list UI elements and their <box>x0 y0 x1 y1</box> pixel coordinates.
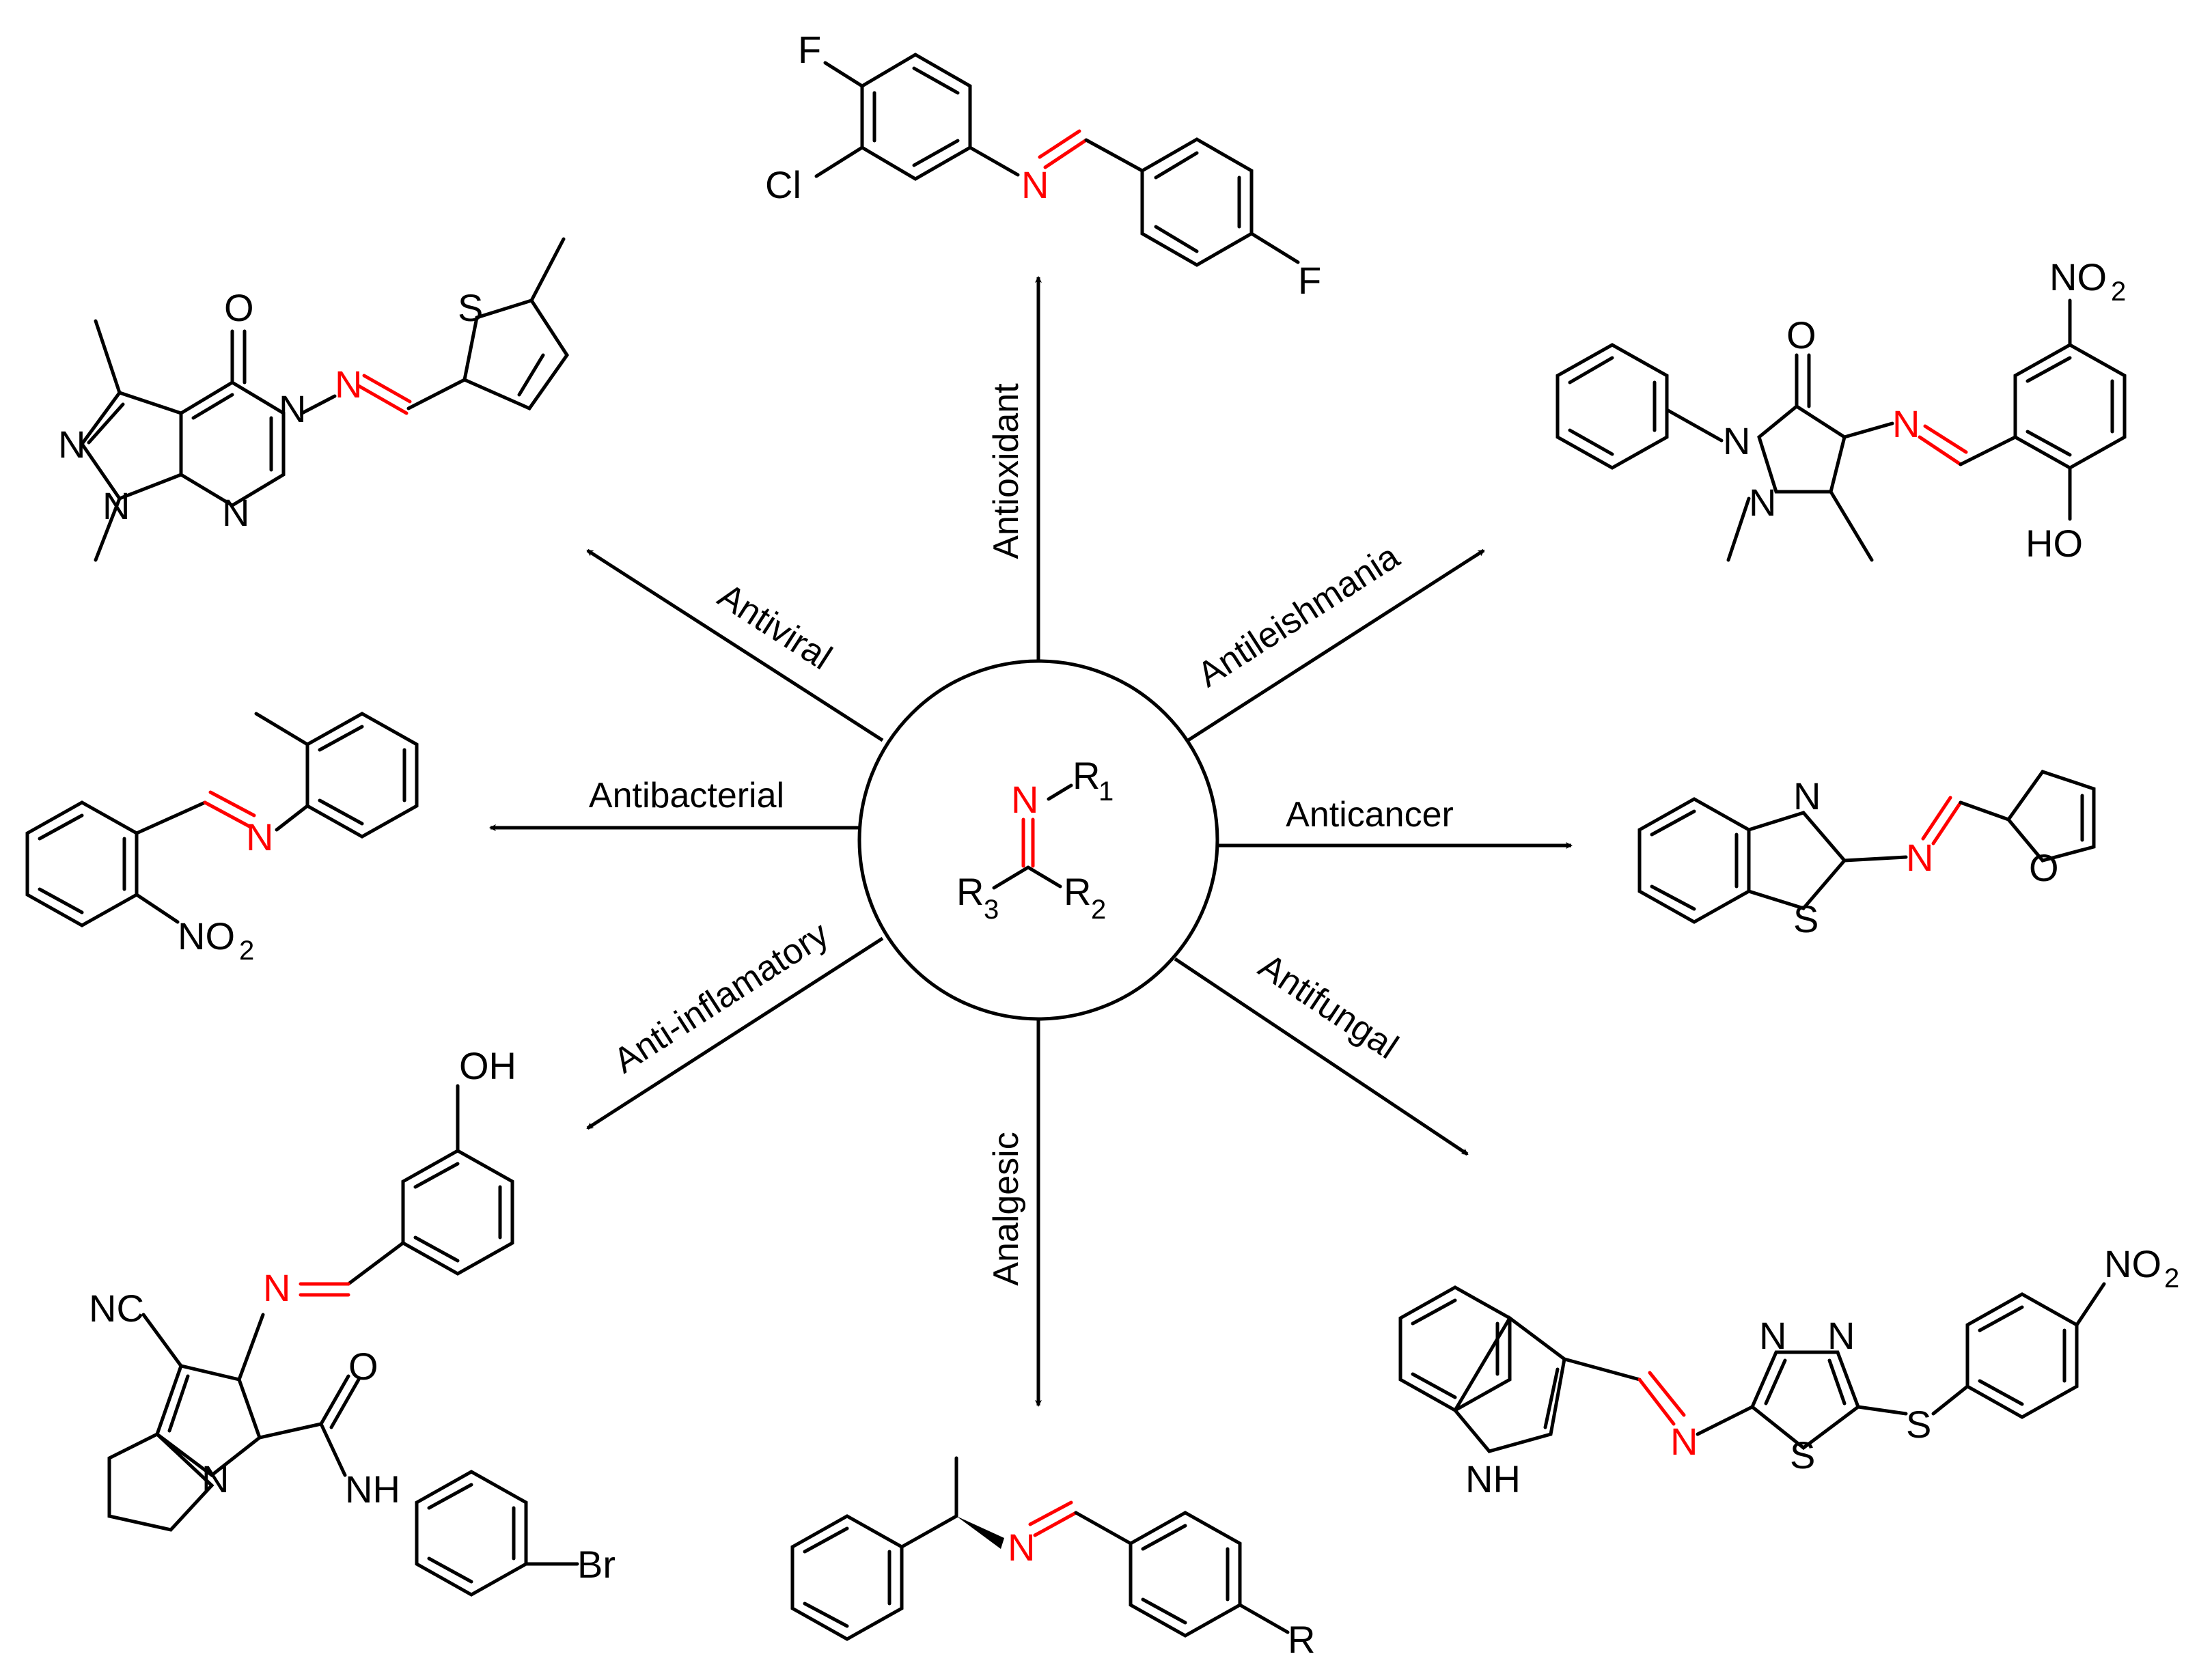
antiinflammatory-imine-n: N <box>263 1266 290 1309</box>
anticancer-s: S <box>1793 897 1819 940</box>
anticancer-o: O <box>2029 846 2059 889</box>
antileishmania-n2: N <box>1749 481 1776 524</box>
antiviral-imine-n: N <box>335 363 362 406</box>
antiinflammatory-amide-o: O <box>348 1345 378 1388</box>
top-imine-n: N <box>1021 163 1049 206</box>
anticancer-n: N <box>1793 774 1821 817</box>
antileishmania-imine-n: N <box>1892 402 1920 445</box>
antibacterial-structure: N NO 2 <box>25 712 419 966</box>
center-circle <box>857 659 1219 1021</box>
label-antioxidant: Antioxidant <box>986 383 1026 559</box>
top-cl-atom: Cl <box>765 163 801 206</box>
antiinflammatory-nc: NC <box>89 1287 144 1330</box>
antioxidant-structure: F Cl N F <box>765 28 1321 302</box>
antifungal-n2: N <box>1827 1314 1855 1357</box>
antileishmania-no-sub: 2 <box>2111 277 2126 307</box>
antiviral-n2: N <box>102 484 130 527</box>
central-imine-core: N R 1 R 3 R 2 <box>857 659 1219 1021</box>
antifungal-no-sub: 2 <box>2164 1263 2179 1294</box>
antifungal-structure: NH N N N S S NO 2 <box>1398 1242 2179 1500</box>
arrow-antifungal <box>1174 957 1469 1156</box>
top-f-atom: F <box>798 28 821 71</box>
label-anticancer: Anticancer <box>1286 795 1454 835</box>
label-analgesic: Analgesic <box>986 1132 1026 1285</box>
antifungal-s2: S <box>1906 1403 1931 1446</box>
antifungal-imine-n: N <box>1670 1420 1698 1463</box>
antibacterial-no-group: NO <box>178 914 235 957</box>
analgesic-structure: N R <box>790 1456 1315 1661</box>
center-r3: R <box>956 870 984 913</box>
antifungal-no-group: NO <box>2104 1242 2161 1285</box>
arrow-antiviral <box>586 548 884 742</box>
label-antifungal: Antifungal <box>1252 947 1405 1067</box>
anticancer-structure: N S N O <box>1637 770 2096 940</box>
antiviral-n4: N <box>222 491 249 534</box>
antileishmania-n1: N <box>1723 419 1750 462</box>
center-r2: R <box>1064 870 1091 913</box>
antiinflammatory-br: Br <box>577 1543 616 1586</box>
top-f2-atom: F <box>1298 259 1321 302</box>
antiviral-o: O <box>224 286 254 329</box>
center-r2-sub: 2 <box>1091 895 1106 925</box>
antifungal-n1: N <box>1759 1314 1786 1357</box>
antifungal-nh: NH <box>1465 1457 1521 1500</box>
arrow-antiinflammatory <box>586 936 884 1130</box>
label-antibacterial: Antibacterial <box>589 776 784 815</box>
center-r1-sub: 1 <box>1098 777 1114 807</box>
activity-labels: Antioxidant Analgesic Antibacterial Anti… <box>589 383 1454 1286</box>
antileishmania-structure: N N O N NO 2 HO <box>1556 255 2127 565</box>
antibacterial-no-sub: 2 <box>239 936 254 966</box>
center-n-atom: N <box>1011 778 1038 821</box>
analgesic-r-group: R <box>1288 1618 1315 1661</box>
label-antiinflammatory: Anti-inflamatory <box>607 914 835 1080</box>
antibacterial-imine-n: N <box>246 815 273 858</box>
antiinflammatory-oh: OH <box>459 1044 516 1087</box>
antifungal-s1: S <box>1790 1434 1815 1477</box>
arrow-antileishmania <box>1185 548 1485 744</box>
activity-arrows <box>489 276 1573 1407</box>
antiviral-n1: N <box>58 423 85 466</box>
antiviral-n3: N <box>279 387 306 430</box>
antiviral-s: S <box>458 286 483 329</box>
analgesic-imine-n: N <box>1008 1526 1035 1569</box>
antileishmania-ho: HO <box>2026 522 2083 565</box>
antileishmania-o: O <box>1786 313 1816 356</box>
antiinflammatory-structure: OH N NC N O NH Br <box>89 1044 616 1597</box>
label-antiviral: Antiviral <box>711 576 839 677</box>
center-r3-sub: 3 <box>984 895 999 925</box>
antiviral-structure: N N O N N N S <box>58 237 570 562</box>
antileishmania-no-group: NO <box>2049 255 2107 298</box>
center-r1: R <box>1073 754 1100 797</box>
antiinflammatory-nh: NH <box>345 1468 400 1511</box>
anticancer-imine-n: N <box>1906 836 1933 879</box>
